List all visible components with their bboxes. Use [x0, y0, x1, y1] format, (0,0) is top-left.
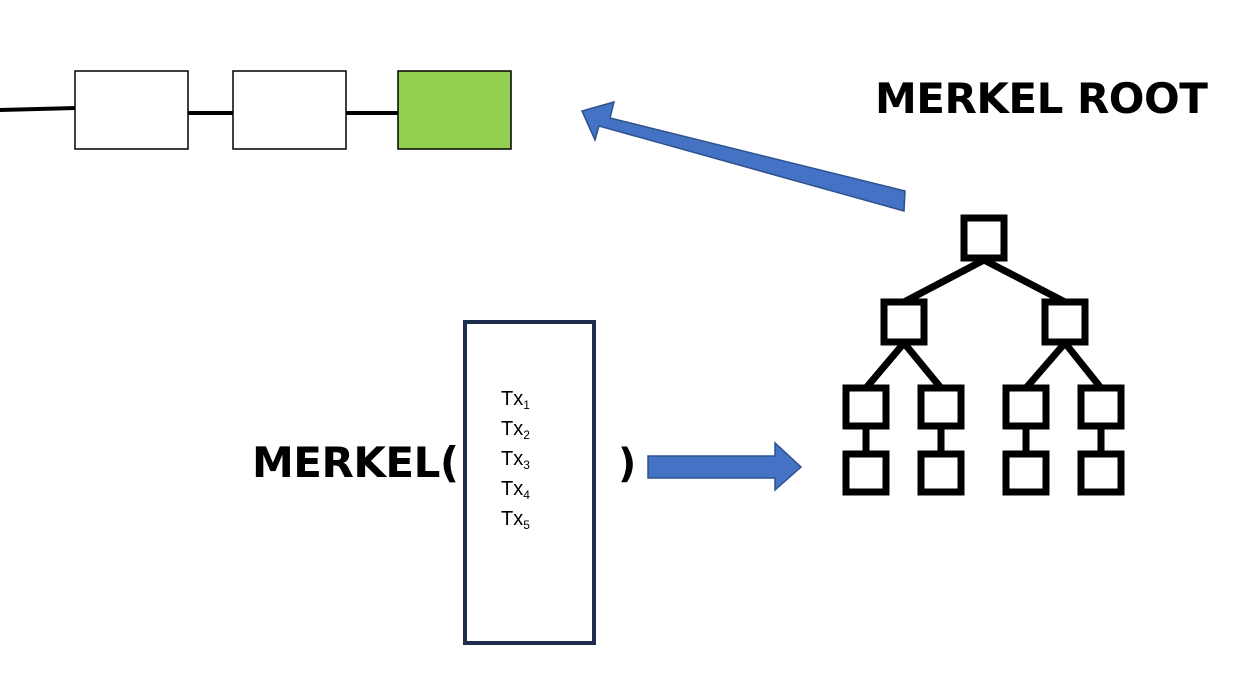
transaction-index: 1 — [523, 398, 530, 412]
transaction-index: 4 — [523, 488, 530, 502]
transaction-name: Tx — [501, 478, 524, 500]
transaction-item: Tx2 — [501, 417, 530, 447]
transaction-index: 2 — [523, 428, 530, 442]
transaction-name: Tx — [501, 448, 524, 470]
transactions-box — [463, 320, 596, 645]
transaction-name: Tx — [501, 418, 524, 440]
blockchain — [0, 70, 512, 150]
block-latest — [397, 70, 512, 150]
chain-link-incoming — [0, 106, 77, 112]
block-1 — [74, 70, 189, 150]
transaction-item: Tx1 — [501, 387, 530, 417]
merkle-root-arrow — [580, 100, 906, 212]
transaction-item: Tx4 — [501, 477, 530, 507]
transaction-name: Tx — [501, 508, 524, 530]
transaction-index: 5 — [523, 518, 530, 532]
merkel-root-label: MERKEL ROOT — [875, 74, 1208, 123]
block-2 — [232, 70, 347, 150]
transaction-item: Tx5 — [501, 507, 530, 537]
merkle-tree-icon — [842, 214, 1125, 496]
merkle-compute-arrow — [647, 441, 803, 492]
merkel-close-paren: ) — [618, 441, 637, 487]
transaction-item: Tx3 — [501, 447, 530, 477]
transaction-index: 3 — [523, 458, 530, 472]
transaction-name: Tx — [501, 388, 524, 410]
merkel-function-label: MERKEL( — [252, 438, 459, 487]
